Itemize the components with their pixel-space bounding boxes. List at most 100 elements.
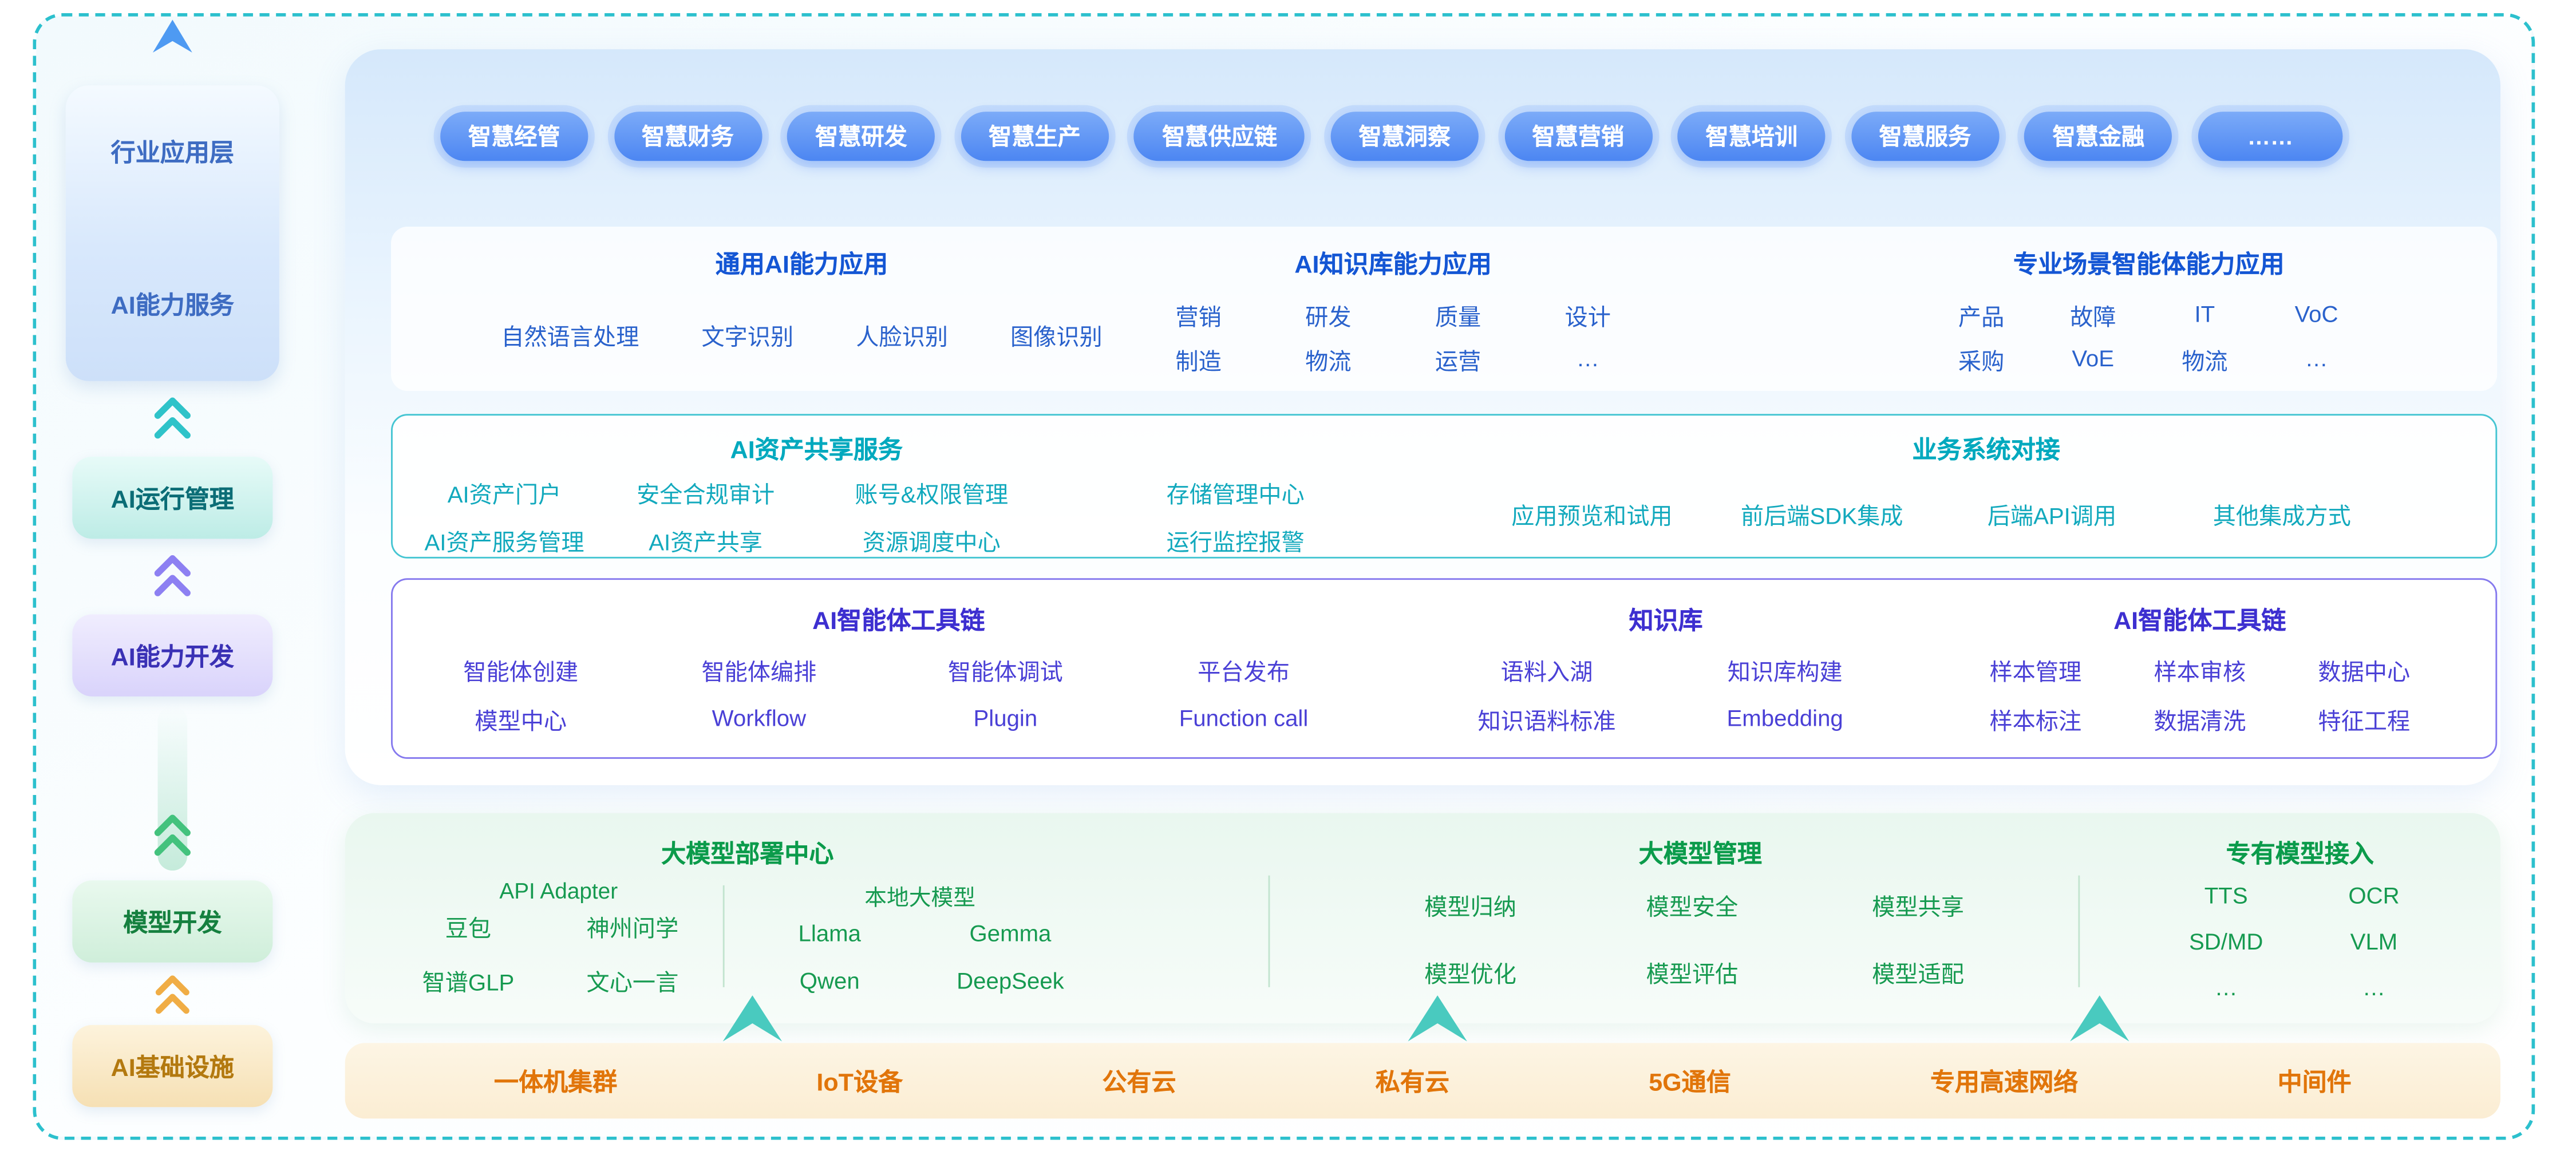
- up-arrow-icon: [1408, 995, 1467, 1042]
- group-title: AI智能体工具链: [812, 607, 985, 636]
- model-item: 智谱GLP: [422, 969, 515, 996]
- toolchain-panel: AI智能体工具链 智能体创建 智能体编排 智能体调试 平台发布 模型中心 Wor…: [391, 578, 2498, 759]
- up-arrow-icon: [722, 995, 783, 1042]
- agent-toolchain-group: AI智能体工具链 智能体创建 智能体编排 智能体调试 平台发布 模型中心 Wor…: [406, 603, 1392, 737]
- local-model-block: 本地大模型 Llama Gemma Qwen DeepSeek: [739, 879, 1100, 994]
- layer-industry-application: 行业应用层 AI能力服务: [65, 85, 279, 381]
- capability-item: 运营: [1435, 348, 1481, 375]
- tool-item: 智能体创建: [463, 658, 579, 685]
- model-deploy-center-group: 大模型部署中心 API Adapter 豆包 神州问学 智谱GLP 文心一言 本…: [394, 836, 1101, 995]
- capability-item: 物流: [1305, 348, 1352, 375]
- model-item: VLM: [2350, 928, 2398, 955]
- asset-item: 运行监控报警: [1166, 529, 1305, 556]
- capability-item: 营销: [1175, 303, 1222, 330]
- infrastructure-panel: 一体机集群 IoT设备 公有云 私有云 5G通信 专用高速网络 中间件: [345, 1043, 2500, 1119]
- asset-item: AI资产共享: [649, 529, 762, 556]
- model-item: Qwen: [799, 967, 860, 994]
- chevron-up-purple-icon: [154, 555, 191, 596]
- tool-item: 模型中心: [475, 707, 567, 734]
- model-item: 文心一言: [586, 969, 679, 996]
- layer-label-industry-app: 行业应用层: [110, 139, 234, 168]
- capability-item: …: [2305, 345, 2328, 371]
- capability-item: 质量: [1435, 303, 1481, 330]
- model-item: 神州问学: [586, 915, 679, 941]
- system-integration-group: 业务系统对接 应用预览和试用 前后端SDK集成 后端API调用 其他集成方式: [1477, 432, 2397, 532]
- data-item: 样本标注: [1989, 707, 2082, 734]
- asset-item: 账号&权限管理: [855, 481, 1009, 508]
- model-item: 模型优化: [1424, 960, 1516, 987]
- model-item: 模型共享: [1872, 893, 1964, 920]
- model-item: Llama: [798, 920, 862, 947]
- chevron-up-teal-icon: [154, 397, 191, 439]
- knowledge-capability-group: AI知识库能力应用 营销 研发 质量 设计 制造 物流 运营 …: [1130, 246, 1656, 378]
- data-item: 数据中心: [2318, 658, 2411, 685]
- flow-up-arrow-icon: [152, 19, 192, 53]
- infra-item: 公有云: [1102, 1068, 1176, 1097]
- group-title: AI资产共享服务: [730, 437, 903, 465]
- smart-app-pills-row: 智慧经管 智慧财务 智慧研发 智慧生产 智慧供应链 智慧洞察 智慧营销 智慧培训…: [440, 112, 2343, 161]
- app-pill-more: ……: [2198, 112, 2343, 161]
- kb-item: 知识语料标准: [1477, 707, 1616, 734]
- model-item: 模型安全: [1646, 893, 1739, 920]
- model-item: OCR: [2348, 882, 2400, 909]
- integration-item: 前后端SDK集成: [1740, 503, 1903, 529]
- capability-item: 故障: [2070, 303, 2116, 330]
- up-arrow-icon: [2070, 995, 2129, 1042]
- infra-item: 中间件: [2277, 1068, 2352, 1097]
- group-title: 大模型部署中心: [661, 841, 834, 869]
- tool-item: Function call: [1179, 705, 1309, 731]
- capability-item: 产品: [1958, 303, 2005, 330]
- model-item: DeepSeek: [957, 967, 1064, 994]
- group-title: 专有模型接入: [2226, 841, 2374, 869]
- tool-item: 智能体编排: [701, 658, 817, 685]
- asset-item: 安全合规审计: [637, 481, 775, 508]
- model-management-group: 大模型管理 模型归纳 模型安全 模型共享 模型优化 模型评估 模型适配: [1364, 836, 2037, 991]
- app-pill: 智慧洞察: [1330, 112, 1479, 161]
- model-item: TTS: [2204, 882, 2248, 909]
- data-item: 样本审核: [2154, 658, 2246, 685]
- app-pill: 智慧培训: [1677, 112, 1826, 161]
- data-item: 数据清洗: [2154, 707, 2246, 734]
- layer-label-infrastructure: AI基础设施: [110, 1054, 234, 1082]
- infra-item: IoT设备: [816, 1068, 903, 1097]
- model-item: 模型适配: [1872, 960, 1964, 987]
- model-development-panel: 大模型部署中心 API Adapter 豆包 神州问学 智谱GLP 文心一言 本…: [345, 813, 2500, 1023]
- app-pill: 智慧金融: [2024, 112, 2172, 161]
- api-adapter-label: API Adapter: [499, 879, 618, 904]
- kb-item: 语料入湖: [1500, 658, 1593, 685]
- capability-item: 文字识别: [701, 323, 794, 350]
- app-pill: 智慧研发: [787, 112, 935, 161]
- layer-ai-capability-development: AI能力开发: [72, 614, 273, 697]
- divider-line: [1268, 875, 1270, 987]
- capability-item: 设计: [1564, 303, 1611, 330]
- data-item: 特征工程: [2318, 707, 2411, 734]
- infra-item: 专用高速网络: [1930, 1068, 2079, 1097]
- capability-item: VoC: [2294, 300, 2338, 327]
- api-adapter-block: API Adapter 豆包 神州问学 智谱GLP 文心一言: [394, 879, 723, 999]
- capability-item: 物流: [2182, 348, 2228, 375]
- tool-item: 智能体调试: [947, 658, 1063, 685]
- layer-label-capability-dev: AI能力开发: [110, 643, 234, 671]
- model-item: 模型归纳: [1424, 893, 1516, 920]
- chevron-up-orange-icon: [155, 975, 189, 1014]
- app-pill: 智慧生产: [961, 112, 1109, 161]
- group-title: AI智能体工具链: [2113, 607, 2286, 636]
- asset-item: 资源调度中心: [862, 529, 1001, 556]
- capability-application-panel: 通用AI能力应用 自然语言处理 文字识别 人脸识别 图像识别 AI知识库能力应用…: [391, 227, 2498, 391]
- integration-item: 应用预览和试用: [1511, 503, 1673, 529]
- capability-item: 研发: [1305, 303, 1352, 330]
- app-pill: 智慧服务: [1851, 112, 1999, 161]
- chevron-up-green-icon: [154, 814, 191, 856]
- asset-sharing-panel: AI资产共享服务 AI资产门户 安全合规审计 账号&权限管理 存储管理中心 AI…: [391, 414, 2498, 559]
- divider-line: [2078, 875, 2080, 987]
- model-item: 模型评估: [1646, 960, 1739, 987]
- knowledge-base-group: 知识库 语料入湖 知识库构建 知识语料标准 Embedding: [1428, 603, 1904, 737]
- capability-item: 采购: [1958, 348, 2005, 375]
- asset-item: AI资产服务管理: [424, 529, 584, 556]
- data-item: 样本管理: [1989, 658, 2082, 685]
- app-pill: 智慧营销: [1504, 112, 1652, 161]
- asset-item: 存储管理中心: [1166, 481, 1305, 508]
- local-model-label: 本地大模型: [864, 885, 976, 910]
- kb-item: Embedding: [1726, 705, 1843, 731]
